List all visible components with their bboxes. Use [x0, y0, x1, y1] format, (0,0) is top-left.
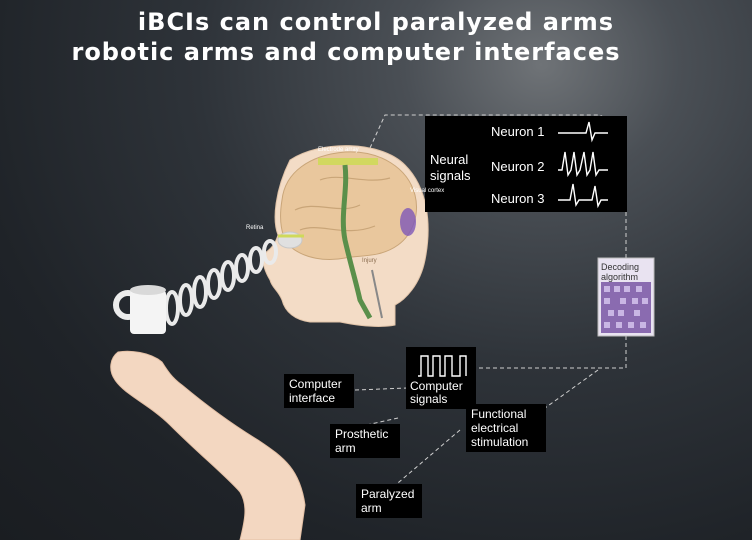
neuron-1-label: Neuron 1: [491, 124, 545, 139]
arm: [110, 350, 306, 540]
connector-decoder-signals: [478, 336, 627, 369]
gaze-rings: [164, 239, 278, 326]
computer-signals-label: Computer signals: [410, 379, 463, 406]
electrode-array-label: Electrode array: [318, 147, 359, 153]
neuron-2-trace: [558, 151, 608, 178]
connector-paralyzed: [391, 429, 461, 489]
prosthetic-arm-label: Prosthetic arm: [330, 424, 400, 458]
computer-signals-panel: [406, 347, 476, 409]
brain-folds: [294, 176, 391, 232]
title-line-1: iBCIs can control paralyzed arms: [137, 8, 615, 36]
neural-signals-label: Neural signals: [430, 152, 471, 183]
connector-fes: [544, 369, 599, 409]
neuron-3-trace: [558, 183, 608, 209]
computer-interface-label: Computer interface: [284, 374, 354, 408]
paralyzed-arm-label: Paralyzed arm: [356, 484, 422, 518]
neuron-3-label: Neuron 3: [491, 191, 545, 206]
visual-cortex: [400, 208, 416, 236]
electrode-lead: [371, 269, 383, 319]
coffee-mug: [113, 285, 166, 334]
decoding-algorithm-label: Decoding algorithm: [601, 262, 640, 282]
spinal-cord: [340, 164, 373, 320]
title-line-2: robotic arms and computer interfaces: [71, 38, 621, 66]
functional-electrical-stimulation-label: Functional electrical stimulation: [466, 404, 546, 452]
eye: [277, 231, 303, 249]
computer-signals-wave: [418, 355, 467, 377]
electrode-array: [318, 158, 378, 165]
connector-computer-interface: [354, 387, 409, 391]
retina-label: Retina: [246, 225, 264, 231]
injury-label: Injury: [362, 258, 377, 264]
neuron-2-label: Neuron 2: [491, 159, 545, 174]
decoding-algorithm-image: [597, 257, 655, 337]
visual-cortex-label: Visual cortex: [410, 188, 445, 194]
neuron-1-trace: [558, 121, 608, 143]
